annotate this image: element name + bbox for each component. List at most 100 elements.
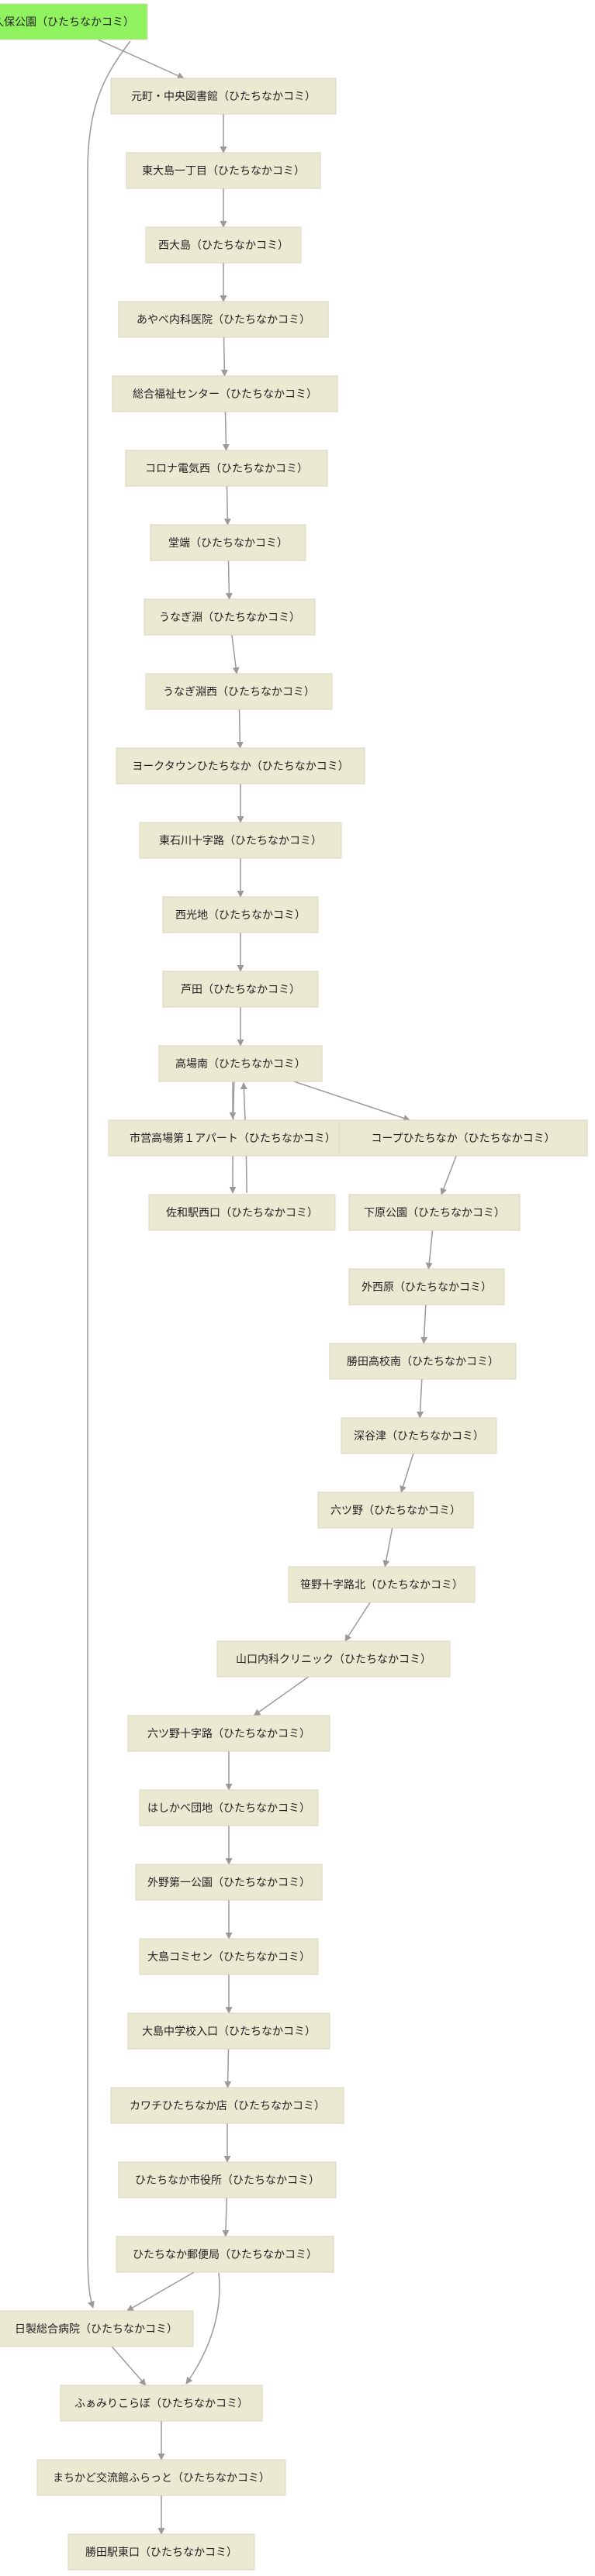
node-label: 西大島（ひたちなかコミ） xyxy=(158,240,289,252)
node-box xyxy=(127,1715,330,1752)
stop-node: 市営高場第１アパート（ひたちなかコミ） xyxy=(108,1119,358,1157)
edge-n32-n34 xyxy=(185,2272,220,2385)
stop-node: コープひたちなか（ひたちなかコミ） xyxy=(338,1119,588,1157)
node-box xyxy=(36,2459,286,2496)
node-box xyxy=(118,301,329,338)
stop-node: うなぎ淵西（ひたちなかコミ） xyxy=(145,673,333,710)
node-label: 勝田駅東口（ひたちなかコミ） xyxy=(85,2547,237,2559)
node-label: 市営高場第１アパート（ひたちなかコミ） xyxy=(130,1132,336,1145)
node-box xyxy=(112,375,338,412)
stop-node: 大島中学校入口（ひたちなかコミ） xyxy=(127,2012,330,2050)
node-label: 六ツ野十字路（ひたちなかコミ） xyxy=(147,1728,310,1740)
edge-n5-n6 xyxy=(222,411,230,451)
node-box xyxy=(135,1864,323,1901)
node-box xyxy=(139,1789,319,1826)
edges-layer xyxy=(87,39,457,2535)
node-box xyxy=(145,226,302,264)
edge-n33-n34 xyxy=(111,2346,147,2386)
node-label: 外西原（ひたちなかコミ） xyxy=(361,1281,492,1294)
node-box xyxy=(329,1343,517,1380)
edge-n18-n19 xyxy=(425,1229,434,1270)
edge-n0-n1 xyxy=(97,39,185,79)
node-box xyxy=(348,1194,521,1231)
node-label: うなぎ淵（ひたちなかコミ） xyxy=(159,612,300,624)
node-label: カワチひたちなか店（ひたちなかコミ） xyxy=(130,2100,325,2112)
stop-node: 勝田駅東口（ひたちなかコミ） xyxy=(67,2533,255,2571)
node-box xyxy=(67,2533,255,2571)
node-box xyxy=(288,1566,476,1603)
stop-node: 堂端（ひたちなかコミ） xyxy=(150,524,306,561)
stop-node: 下原公園（ひたちなかコミ） xyxy=(348,1194,521,1231)
node-label: コロナ電気西（ひたちなかコミ） xyxy=(145,463,308,475)
node-box xyxy=(108,1119,358,1157)
stop-node: はしかべ団地（ひたちなかコミ） xyxy=(139,1789,319,1826)
edge-n8-n9 xyxy=(231,634,240,674)
stop-node: ひたちなか郵便局（ひたちなかコミ） xyxy=(116,2236,334,2273)
edge-n20-n21 xyxy=(417,1378,424,1419)
node-box xyxy=(139,1938,319,1975)
node-box xyxy=(216,1640,451,1678)
node-label: コープひたちなか（ひたちなかコミ） xyxy=(371,1133,555,1145)
node-box xyxy=(116,2236,334,2273)
stop-node: カワチひたちなか店（ひたちなかコミ） xyxy=(110,2087,344,2124)
edge-n21-n22 xyxy=(400,1453,414,1493)
node-box xyxy=(60,2385,263,2422)
node-box xyxy=(348,1268,505,1305)
node-label: 元町・中央図書館（ひたちなかコミ） xyxy=(131,90,316,103)
stop-node: コロナ電気西（ひたちなかコミ） xyxy=(125,450,328,487)
node-box xyxy=(162,971,319,1008)
edge-n31-n32 xyxy=(222,2197,230,2237)
node-label: 山口内科クリニック（ひたちなかコミ） xyxy=(236,1654,431,1666)
stop-node: まちかど交流館ふらっと（ひたちなかコミ） xyxy=(36,2459,286,2496)
stop-node: 笹野十字路北（ひたちなかコミ） xyxy=(288,1566,476,1603)
node-box xyxy=(127,2012,330,2050)
stop-node: 深谷津（ひたちなかコミ） xyxy=(341,1417,497,1454)
node-label: 下原公園（ひたちなかコミ） xyxy=(364,1207,505,1219)
stop-node: 大島コミセン（ひたちなかコミ） xyxy=(139,1938,319,1975)
node-box xyxy=(341,1417,497,1454)
node-box xyxy=(0,2310,194,2347)
node-label: 六ツ野（ひたちなかコミ） xyxy=(330,1505,461,1517)
edge-n17-n18 xyxy=(440,1155,457,1195)
node-label: 高場南（ひたちなかコミ） xyxy=(175,1057,306,1071)
nodes-layer: 西久保公園（ひたちなかコミ） 元町・中央図書館（ひたちなかコミ） 東大島一丁目（ひた… xyxy=(0,3,588,2571)
node-box xyxy=(144,598,316,636)
node-label: 堂端（ひたちなかコミ） xyxy=(168,537,288,550)
stop-node: 山口内科クリニック（ひたちなかコミ） xyxy=(216,1640,451,1678)
node-label: まちかど交流館ふらっと（ひたちなかコミ） xyxy=(53,2471,270,2485)
stop-node: 東石川十字路（ひたちなかコミ） xyxy=(139,822,342,859)
node-box xyxy=(125,450,328,487)
edge-n19-n20 xyxy=(420,1304,428,1344)
stop-node: 高場南（ひたちなかコミ） xyxy=(158,1045,323,1082)
node-box xyxy=(162,896,319,933)
stop-node: ヨークタウンひたちなか（ひたちなかコミ） xyxy=(116,747,365,785)
node-box xyxy=(116,747,365,785)
node-label: 大島中学校入口（ひたちなかコミ） xyxy=(142,2025,316,2038)
edge-n29-n30 xyxy=(224,2048,232,2088)
node-box xyxy=(126,152,321,189)
node-label: 西光地（ひたちなかコミ） xyxy=(175,909,306,922)
start-node: 西久保公園（ひたちなかコミ） xyxy=(0,3,148,40)
node-label: 西久保公園（ひたちなかコミ） xyxy=(0,16,134,29)
stop-node: うなぎ淵（ひたちなかコミ） xyxy=(144,598,316,636)
node-label: 勝田高校南（ひたちなかコミ） xyxy=(347,1355,499,1368)
stop-node: 六ツ野（ひたちなかコミ） xyxy=(317,1491,474,1529)
node-box xyxy=(338,1119,588,1157)
stop-node: 外西原（ひたちなかコミ） xyxy=(348,1268,505,1305)
node-label: 日製総合病院（ひたちなかコミ） xyxy=(15,2323,178,2336)
node-label: ヨークタウンひたちなか（ひたちなかコミ） xyxy=(132,760,348,773)
node-box xyxy=(118,2161,337,2198)
node-box xyxy=(0,3,148,40)
node-label: 芦田（ひたちなかコミ） xyxy=(181,984,300,996)
edge-n23-n24 xyxy=(344,1602,371,1642)
stop-node: 東大島一丁目（ひたちなかコミ） xyxy=(126,152,321,189)
stop-node: 六ツ野十字路（ひたちなかコミ） xyxy=(127,1715,330,1752)
edge-n4-n5 xyxy=(220,336,228,377)
node-box xyxy=(110,78,337,115)
node-label: 総合福祉センター（ひたちなかコミ） xyxy=(133,388,317,401)
stop-node: 西光地（ひたちなかコミ） xyxy=(162,896,319,933)
stop-node: 佐和駅西口（ひたちなかコミ） xyxy=(148,1194,336,1231)
edge-n22-n23 xyxy=(382,1527,393,1567)
edge-n32-n33 xyxy=(126,2271,195,2312)
